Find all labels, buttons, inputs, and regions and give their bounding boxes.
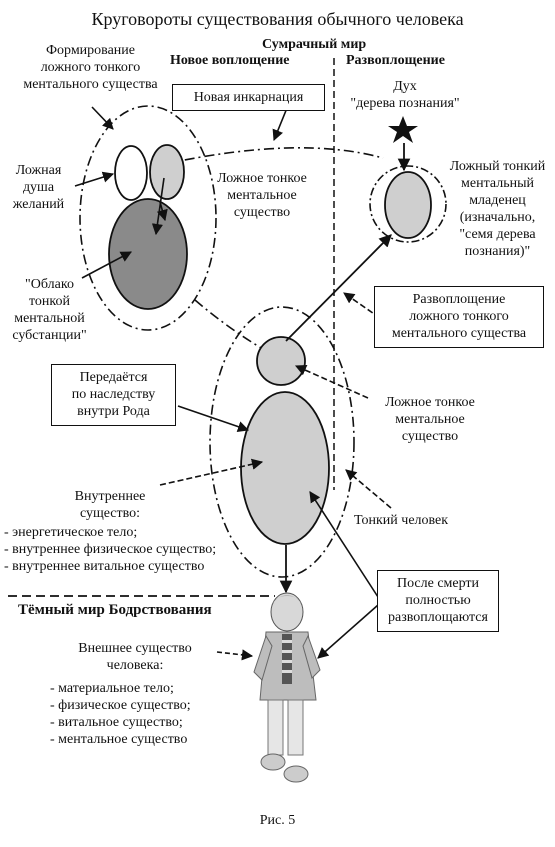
label-line: Внешнее существо xyxy=(78,641,192,656)
inherited-arrow xyxy=(177,405,250,433)
list-item: - ментальное существо xyxy=(50,732,188,747)
box-line: После смерти xyxy=(396,576,480,591)
box-line: по наследству xyxy=(71,387,156,402)
list-item: - внутреннее витальное существо xyxy=(4,559,205,574)
subtle-person-label: Тонкий человек xyxy=(354,513,449,528)
label-line: ментальное xyxy=(227,188,297,203)
false-subtle-being-small xyxy=(149,144,185,200)
figure-caption: Рис. 5 xyxy=(259,813,296,828)
label-line: существо xyxy=(401,429,459,444)
label-line: Внутреннее xyxy=(74,489,146,504)
mental-substance-cloud xyxy=(108,198,188,310)
formation-arrow xyxy=(91,106,114,130)
label-line: желаний xyxy=(12,197,65,212)
formation-label: Формирование ложного тонкого ментального… xyxy=(8,42,173,93)
label-line: субстанции" xyxy=(12,328,87,343)
box-line: внутри Рода xyxy=(77,404,150,419)
subtle-person-boundary xyxy=(209,306,355,578)
label-line: младенец xyxy=(469,193,526,208)
label-line: познания)" xyxy=(464,244,531,259)
label-line: ложного тонкого xyxy=(40,60,141,75)
infant-label: Ложный тонкий ментальный младенец (изнач… xyxy=(440,158,555,260)
cloud-feed-arrow xyxy=(156,201,168,222)
disembodiment-header: Развоплощение xyxy=(346,53,445,68)
list-item: - физическое существо; xyxy=(50,698,191,713)
cloud-label: "Облако тонкой ментальной субстанции" xyxy=(2,276,97,344)
cycle-arc xyxy=(164,147,384,165)
false-soul-arrow xyxy=(74,171,115,187)
dark-world-header: Тёмный мир Бодрствования xyxy=(18,602,212,618)
outer-being-list: - материальное тело; - физическое сущест… xyxy=(50,680,191,748)
label-line: существо xyxy=(233,205,291,220)
subtle-person-arrow xyxy=(345,469,392,509)
false-subtle-being-center xyxy=(256,336,306,386)
label-line: "Облако xyxy=(25,277,74,292)
disembodiment-box: Развоплощение ложного тонкого ментальног… xyxy=(374,286,544,348)
new-incarnation-box-text: Новая инкарнация xyxy=(193,90,304,105)
inner-being-body xyxy=(240,391,330,545)
label-line: "дерева познания" xyxy=(350,96,460,111)
disembodiment-arrow xyxy=(285,234,392,342)
label-line: тонкой xyxy=(28,294,70,309)
label-line: Ложное тонкое xyxy=(385,395,475,410)
inheritance-path xyxy=(194,299,269,353)
list-item: - внутреннее физическое существо; xyxy=(4,542,217,557)
label-line: ментальной xyxy=(14,311,85,326)
false-subtle-mid-label: Ложное тонкое ментальное существо xyxy=(370,394,490,445)
false-subtle-infant xyxy=(384,171,432,239)
box-line: ложного тонкого xyxy=(409,309,509,324)
disembodiment-box-arrow xyxy=(343,292,381,319)
label-line: Формирование xyxy=(45,43,136,58)
box-line: развоплощаются xyxy=(388,610,488,625)
after-death-box: После смерти полностью развоплощаются xyxy=(377,570,499,632)
inner-being-list: - энергетическое тело; - внутреннее физи… xyxy=(4,524,216,575)
false-soul-label: Ложная душа желаний xyxy=(6,162,71,213)
label-line: существо: xyxy=(79,506,141,521)
box-line: Развоплощение xyxy=(412,292,506,307)
spirit-star-icon xyxy=(388,116,418,143)
twilight-world-header: Сумрачный мир xyxy=(262,37,367,52)
label-line: ментального существа xyxy=(23,77,158,92)
new-incarnation-boundary xyxy=(79,105,217,331)
inherited-box: Передаётся по наследству внутри Рода xyxy=(51,364,176,426)
label-line: Ложная xyxy=(15,163,62,178)
label-line: "семя дерева xyxy=(459,227,536,242)
outer-being-arrow xyxy=(216,649,254,661)
outer-being-label: Внешнее существо человека: xyxy=(55,640,215,674)
label-line: ментальное xyxy=(395,412,465,427)
label-line: Дух xyxy=(393,79,417,94)
false-subtle-mid-arrow xyxy=(294,364,369,399)
cloud-arrow xyxy=(81,251,132,279)
new-incarnation-arrow xyxy=(272,107,288,142)
new-incarnation-box: Новая инкарнация xyxy=(172,84,325,111)
label-line: Ложное тонкое xyxy=(217,171,307,186)
label-line: душа xyxy=(22,180,55,195)
child-figure-image xyxy=(253,592,321,783)
label-line: ментальный xyxy=(461,176,534,191)
label-line: Ложный тонкий xyxy=(449,159,546,174)
after-death-arrow-up xyxy=(309,491,379,598)
box-line: Передаётся xyxy=(79,370,148,385)
after-death-arrow-down xyxy=(317,604,379,659)
new-incarnation-header: Новое воплощение xyxy=(170,53,290,68)
label-line: человека: xyxy=(106,658,164,673)
list-item: - материальное тело; xyxy=(50,681,174,696)
false-subtle-top-label: Ложное тонкое ментальное существо xyxy=(206,170,318,221)
list-item: - энергетическое тело; xyxy=(4,525,138,540)
inner-being-label: Внутреннее существо: xyxy=(60,488,160,522)
page-title: Круговороты существования обычного челов… xyxy=(91,9,464,29)
list-item: - витальное существо; xyxy=(50,715,183,730)
box-line: ментального существа xyxy=(391,326,527,341)
box-line: полностью xyxy=(405,593,471,608)
label-line: (изначально, xyxy=(459,210,536,225)
spirit-label: Дух "дерева познания" xyxy=(330,78,480,112)
false-soul-of-desires xyxy=(114,145,148,201)
inner-flow-arrow xyxy=(151,177,165,236)
